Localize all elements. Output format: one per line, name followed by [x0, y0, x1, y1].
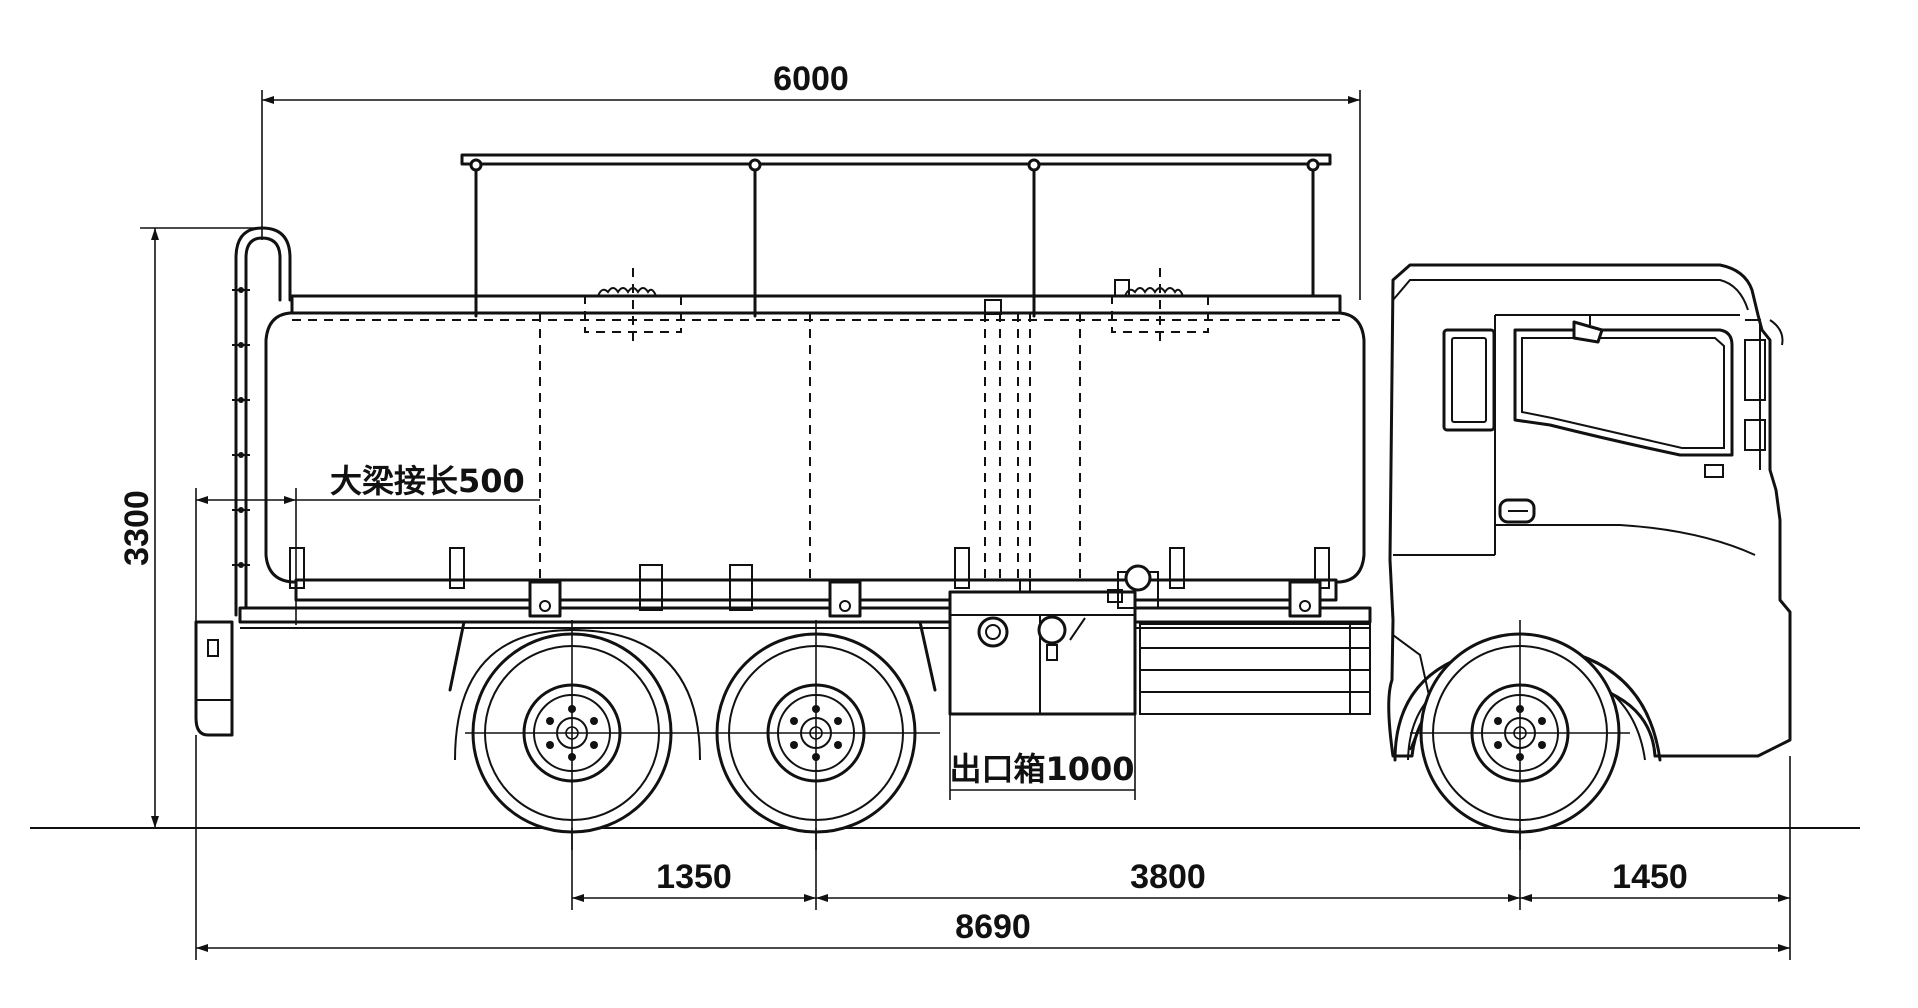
- dim-outlet-box: 出口箱1000: [949, 714, 1136, 800]
- dim-body-length: 6000: [261, 60, 1361, 300]
- tank-body: [264, 294, 1366, 602]
- outlet-box-label: 出口箱1000: [949, 750, 1134, 788]
- dim-body-length-text: 6000: [773, 60, 849, 98]
- rear-wheel-2: [715, 620, 917, 850]
- rear-ladder: [232, 226, 292, 617]
- dim-overall-height-text: 3300: [118, 490, 156, 566]
- dim-axle-spacing: 1350 3800 1450: [571, 756, 1791, 960]
- rear-wheel-1: [471, 620, 673, 850]
- dim-frame-extension: 大梁接长500: [195, 462, 540, 625]
- manhole-front: [1111, 268, 1209, 345]
- front-wheel: [1419, 620, 1621, 850]
- manhole-rear: [584, 268, 682, 345]
- rear-mudguard: [454, 628, 701, 761]
- frame-extension-label: 大梁接长500: [330, 462, 525, 500]
- dim-overall-length-text: 8690: [955, 908, 1031, 946]
- dim-front-overhang-text: 1450: [1612, 858, 1688, 896]
- handrail: [460, 153, 1332, 318]
- dim-wheelbase-text: 3800: [1130, 858, 1206, 896]
- dim-rear-axle-spacing-text: 1350: [656, 858, 732, 896]
- outlet-box: [948, 564, 1159, 716]
- dim-overall-height: 3300: [118, 227, 262, 829]
- dim-overall-length: 8690: [195, 735, 1790, 960]
